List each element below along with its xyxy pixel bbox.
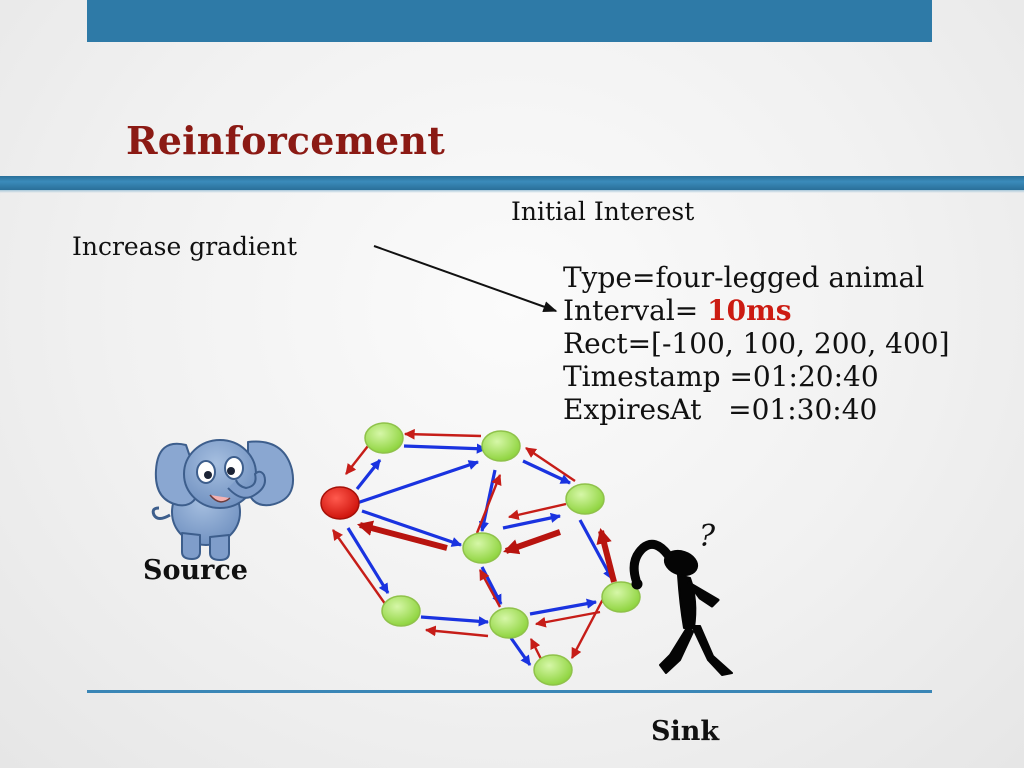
attr-rect: Rect=[-100, 100, 200, 400] [563,327,950,360]
attr-interval-label: Interval= [563,294,708,327]
sensor-node [489,607,529,639]
sensor-nodes [364,422,641,686]
gradient-arrows [332,428,605,666]
sensor-node [381,595,421,627]
increase-gradient-label: Increase gradient [72,232,297,261]
sensor-node [533,654,573,686]
sensor-node [462,532,502,564]
elephant-icon [151,439,294,561]
slide-title: Reinforcement [126,118,446,163]
sink-label: Sink [651,716,720,747]
question-mark: ? [699,519,716,554]
attr-type: Type=four-legged animal [563,261,925,294]
sensor-node [601,581,641,613]
initial-interest-heading: Initial Interest [511,197,695,226]
source-node [320,486,360,520]
attr-timestamp: Timestamp =01:20:40 [563,360,879,393]
thinking-stick-figure-icon: ? [629,519,733,676]
attr-interval: Interval= 10ms [563,295,950,328]
title-divider [0,176,1024,193]
reinforced-path-arrows [356,520,617,583]
gradient-pointer-arrow [373,245,558,313]
sensor-node [565,483,605,515]
header-accent-bar [87,0,932,42]
bottom-divider [87,690,932,693]
sensor-node [364,422,404,454]
interest-attribute-list: Type=four-legged animal Interval= 10ms R… [563,262,950,427]
attr-expires-at: ExpiresAt =01:30:40 [563,393,878,426]
source-label: Source [143,555,248,586]
sensor-node [481,430,521,462]
attr-interval-value: 10ms [707,294,792,327]
